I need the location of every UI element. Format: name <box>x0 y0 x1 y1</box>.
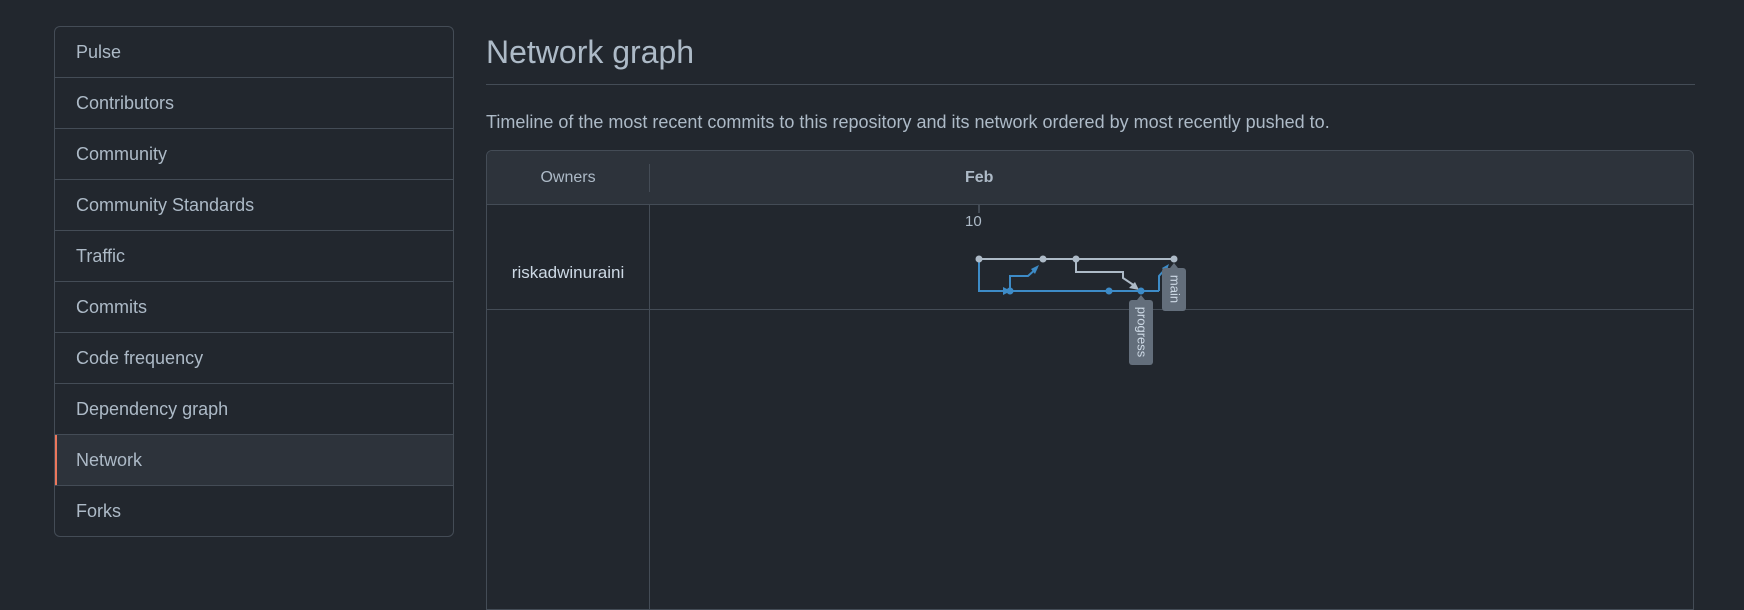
commit-dot <box>1006 287 1014 295</box>
branch-label-main-text: main <box>1168 275 1183 303</box>
network-graph-panel[interactable]: Owners Feb riskadwinuraini 10 <box>486 150 1694 610</box>
day-label: 10 <box>965 213 982 230</box>
sidebar-item-code-frequency[interactable]: Code frequency <box>55 332 453 383</box>
branch-label-progress[interactable]: progress <box>1129 295 1153 365</box>
commit-dot <box>1105 287 1113 295</box>
sidebar-item-forks[interactable]: Forks <box>55 485 453 536</box>
sidebar-item-contributors[interactable]: Contributors <box>55 77 453 128</box>
network-graph-canvas[interactable]: main progress <box>487 151 1694 610</box>
progress-branch-line <box>978 259 1010 292</box>
page-description: Timeline of the most recent commits to t… <box>486 112 1330 132</box>
owner-name[interactable]: riskadwinuraini <box>511 263 625 282</box>
commit-dot <box>1072 255 1080 263</box>
progress-to-main-arrow-1 <box>1031 265 1039 274</box>
progress-to-main-path-1 <box>1009 267 1038 291</box>
sidebar-item-dependency-graph[interactable]: Dependency graph <box>55 383 453 434</box>
title-divider <box>486 84 1695 85</box>
sidebar-item-traffic[interactable]: Traffic <box>55 230 453 281</box>
commit-dot <box>1137 287 1145 295</box>
sidebar-item-community[interactable]: Community <box>55 128 453 179</box>
commit-dot <box>1170 255 1178 263</box>
sidebar-item-community-standards[interactable]: Community Standards <box>55 179 453 230</box>
merge-path-gray <box>1075 259 1136 287</box>
owner-column-divider <box>649 205 650 609</box>
branch-label-progress-text: progress <box>1135 307 1150 358</box>
page-title: Network graph <box>486 34 695 70</box>
insights-sidebar: Pulse Contributors Community Community S… <box>54 26 454 537</box>
sidebar-item-network[interactable]: Network <box>55 434 453 485</box>
header-divider <box>649 164 650 192</box>
month-label: Feb <box>965 169 994 186</box>
owners-header: Owners <box>540 169 596 186</box>
network-header: Owners Feb <box>487 151 1693 205</box>
commit-dot <box>975 255 983 263</box>
commit-dot <box>1039 255 1047 263</box>
sidebar-item-pulse[interactable]: Pulse <box>76 42 122 62</box>
owner-row-divider <box>487 309 1693 310</box>
branch-label-main[interactable]: main <box>1162 263 1186 311</box>
sidebar-item-commits[interactable]: Commits <box>55 281 453 332</box>
merge-arrow-gray <box>1129 282 1139 290</box>
